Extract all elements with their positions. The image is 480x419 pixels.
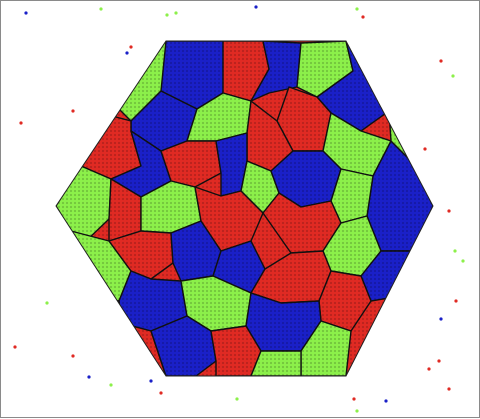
particle-texture: [56, 41, 433, 376]
stray-particle: [461, 259, 465, 263]
stray-particle: [454, 299, 458, 303]
stray-particles: [13, 5, 465, 413]
stray-particle: [355, 409, 359, 413]
stray-particle: [235, 397, 239, 401]
stray-particle: [447, 209, 451, 213]
stray-particle: [384, 399, 388, 403]
stray-particle: [254, 5, 258, 9]
stray-particle: [165, 13, 169, 17]
stray-particle: [437, 359, 441, 363]
stray-particle: [45, 301, 49, 305]
stray-particle: [87, 375, 91, 379]
stray-particle: [447, 387, 451, 391]
stray-particle: [149, 379, 153, 383]
stray-particle: [439, 59, 443, 63]
stray-particle: [453, 249, 457, 253]
stray-particle: [125, 51, 129, 55]
stray-particle: [109, 383, 113, 387]
stray-particle: [129, 45, 133, 49]
stray-particle: [71, 354, 75, 358]
cluster-outline: [55, 40, 434, 377]
stray-particle: [24, 11, 28, 15]
stray-particle: [361, 15, 365, 19]
stray-particle: [71, 109, 75, 113]
stray-particle: [159, 391, 163, 395]
stray-particle: [352, 397, 356, 401]
stray-particle: [355, 7, 359, 11]
stray-particle: [19, 121, 23, 125]
stray-particle: [451, 74, 455, 78]
stray-particle: [174, 11, 178, 15]
stray-particle: [427, 367, 431, 371]
stray-particle: [423, 147, 427, 151]
stray-particle: [13, 345, 17, 349]
stray-particle: [99, 7, 103, 11]
stray-particle: [439, 317, 443, 321]
grain-regions: [56, 41, 433, 376]
